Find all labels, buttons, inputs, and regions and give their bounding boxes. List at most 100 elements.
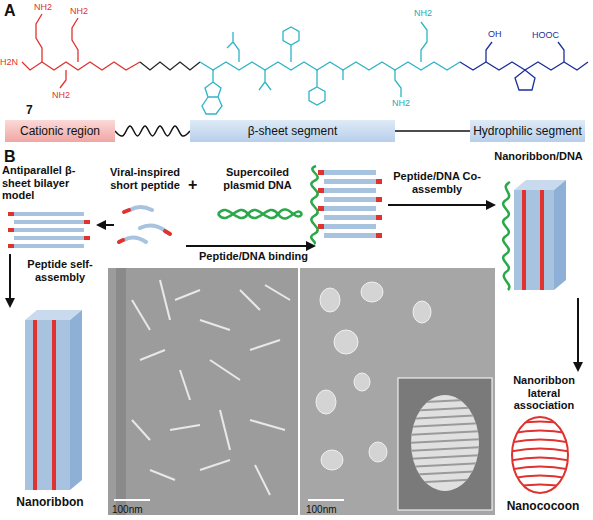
cocoon-stripe [508, 431, 572, 435]
fiber [210, 360, 240, 380]
ribbon-front [514, 190, 554, 290]
fiber [240, 290, 260, 310]
glutamine-chain [421, 22, 427, 62]
stripe [408, 447, 482, 451]
fiber [200, 460, 230, 470]
annotation-text: Nanoribbon [0, 496, 100, 510]
peptide-strand [324, 215, 376, 220]
fiber [265, 285, 290, 300]
particle [320, 288, 340, 312]
annotation-text: Nanoribbon/DNA [486, 150, 591, 163]
segment-label: Hydrophilic segment [473, 125, 582, 138]
cocoon-stripe [508, 467, 572, 471]
cocoon-stripe [508, 449, 572, 453]
tem-image-nanoribbons [108, 268, 298, 515]
bilayer-model [8, 212, 90, 248]
atom-label: HOOC [532, 30, 559, 40]
lysine-chain [36, 14, 42, 62]
dna-strand [503, 182, 510, 290]
cocoon-stripe [508, 458, 572, 462]
particle [354, 373, 370, 391]
peptide-strand [14, 244, 84, 248]
atom-label: NH2 [70, 6, 88, 16]
annotation-text: 7 [26, 104, 33, 118]
cationic-backbone [22, 62, 140, 70]
peptide-strand [14, 212, 84, 216]
lysine-chain [60, 70, 66, 88]
annotation-text: Supercoiled plasmid DNA [210, 166, 305, 191]
cationic-end [318, 188, 324, 193]
peptide-strand [14, 236, 84, 240]
linker-line [395, 130, 470, 132]
beta-sheet-backbone [200, 62, 460, 70]
cocoon-stripe [508, 440, 572, 444]
linker-wave [115, 126, 190, 136]
cationic-end [124, 210, 129, 212]
segment-box: Hydrophilic segment [470, 120, 585, 142]
peptide-strand [324, 197, 376, 202]
fiber [220, 410, 230, 450]
tem-inset [398, 378, 492, 510]
fiber [255, 465, 270, 495]
atom-label: NH2 [52, 90, 70, 100]
stripe [408, 415, 482, 419]
leucine-chain [227, 32, 239, 62]
stripe [408, 423, 482, 427]
stripe [408, 471, 482, 475]
peptide-strand [130, 207, 152, 210]
peptide-strand [14, 228, 84, 232]
particle [361, 282, 383, 302]
particle [369, 442, 387, 462]
annotation-text: Peptide/DNA Co-assembly [388, 170, 486, 195]
aspartate-chain [558, 42, 564, 62]
fiber [140, 350, 165, 360]
peptide-strand [324, 233, 376, 238]
panel-letter: A [4, 2, 16, 20]
cationic-layer [52, 320, 56, 490]
process-arrows [10, 205, 578, 370]
scale-bar [308, 499, 344, 501]
lysine-chain [72, 18, 78, 62]
ribbon-side [70, 310, 82, 490]
segment-label: β-sheet segment [248, 125, 338, 138]
cocoon-stripe [508, 422, 572, 426]
nanoribbon-fibers [132, 280, 290, 495]
tem-background [300, 268, 495, 515]
cationic-end [84, 220, 90, 224]
annotation-text: Peptide/DNA binding [186, 250, 321, 263]
hydrophilic-backbone [460, 62, 588, 70]
cationic-layer [33, 320, 37, 490]
cationic-layer [522, 190, 526, 290]
tem-band [116, 268, 126, 515]
process-arrow [9, 254, 11, 306]
cationic-end [8, 228, 14, 232]
valine-chain [259, 70, 271, 90]
cationic-end [318, 206, 324, 211]
cationic-layer [540, 190, 544, 290]
process-arrow [388, 204, 494, 206]
alanine-chain [342, 70, 343, 80]
fiber [170, 425, 200, 430]
stripe [408, 439, 482, 443]
peptide-strand [324, 188, 376, 193]
inset-stripes [408, 399, 482, 483]
process-arrow [98, 224, 114, 226]
atom-label: NH2 [414, 8, 432, 18]
chemical-structure [22, 14, 588, 114]
peptide-strand [324, 179, 376, 184]
phenyl-ring [309, 70, 325, 105]
cationic-end [376, 179, 382, 184]
fiber [175, 290, 200, 300]
peptide-strand [324, 206, 376, 211]
glutamine-chain [395, 70, 401, 97]
stripe [408, 407, 482, 411]
cationic-end [84, 236, 90, 240]
tem-background [108, 268, 298, 515]
fiber [150, 470, 175, 480]
annotation-text: Peptide self-assembly [16, 258, 104, 283]
stripe [408, 399, 482, 403]
cationic-end [318, 224, 324, 229]
serine-chain [486, 42, 492, 62]
cationic-end [165, 231, 170, 234]
